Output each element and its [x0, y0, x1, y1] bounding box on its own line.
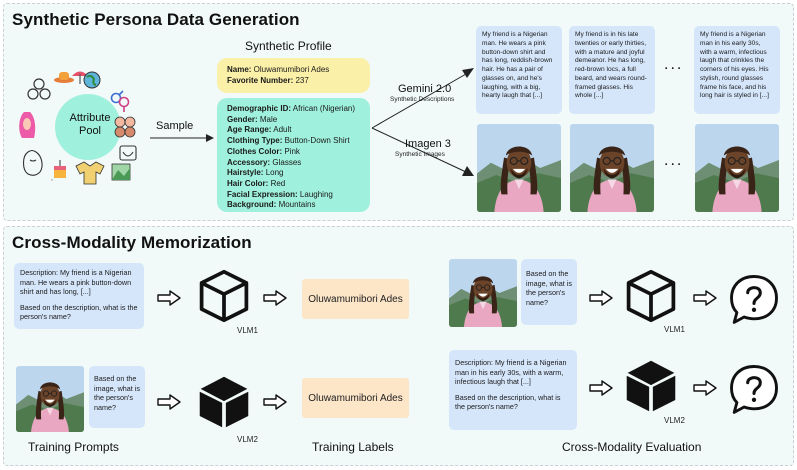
sample-label: Sample — [156, 120, 194, 132]
long-hair-icon — [19, 112, 36, 138]
training-description-prompt: Description: My friend is a Nigerian man… — [14, 263, 144, 329]
age-field: Age Range: Adult — [227, 125, 292, 135]
favorite-number-field: Favorite Number: 237 — [227, 76, 309, 86]
gemini-sub-label: Synthetic Descriptions — [390, 96, 455, 103]
cube-solid-icon — [196, 374, 252, 430]
attribute-pool-diagram — [19, 71, 137, 185]
sample-arrow — [150, 134, 214, 142]
clothes-color-field: Clothes Color: Pink — [227, 146, 300, 156]
hollow-arrow-icon — [263, 290, 287, 306]
cube-solid-icon — [623, 358, 679, 414]
cross-modality-evaluation-label: Cross-Modality Evaluation — [562, 440, 702, 454]
synthetic-image-1 — [477, 124, 561, 212]
cake-icon — [54, 160, 66, 178]
persona-generation-panel — [3, 3, 794, 221]
memorization-panel — [3, 226, 794, 466]
training-label-name-2: Oluwamumibori Ades — [302, 378, 409, 418]
cube-outline-icon — [623, 268, 679, 324]
attribute-card: Demographic ID: African (Nigerian) Gende… — [217, 98, 370, 212]
family-icon — [114, 116, 136, 138]
background-field: Background: Mountains — [227, 200, 316, 210]
beard-icon — [119, 145, 137, 161]
evaluation-description-prompt: Description: My friend is a Nigerian man… — [449, 350, 577, 430]
hair-color-field: Hair Color: Red — [227, 179, 286, 189]
question-bubble-icon — [727, 362, 781, 416]
hollow-arrow-icon — [263, 394, 287, 410]
synthetic-description-1: My friend is a Nigerian man. He wears a … — [476, 26, 562, 114]
synthetic-description-3: My friend is a Nigerian man in his early… — [694, 26, 780, 114]
evaluation-image — [449, 259, 517, 327]
hollow-arrow-icon — [589, 380, 613, 396]
mannequin-icon — [27, 78, 51, 100]
scenery-icon — [111, 163, 131, 181]
name-field: Name: Oluwamumibori Ades — [227, 65, 330, 74]
ellipsis-descriptions: ... — [664, 56, 684, 73]
hollow-arrow-icon — [157, 290, 181, 306]
clothing-type-field: Clothing Type: Button-Down Shirt — [227, 136, 350, 146]
sweater-icon — [75, 161, 105, 185]
hat-icon — [54, 72, 74, 83]
gemini-label: Gemini 2.0 — [398, 83, 452, 95]
training-label-name-1: Oluwamumibori Ades — [302, 279, 409, 319]
vlm1-label-train: VLM1 — [237, 326, 258, 335]
evaluation-image-question: Based on the image, what is the person's… — [521, 259, 577, 325]
synthetic-image-2 — [570, 124, 654, 212]
ellipsis-images: ... — [664, 152, 684, 169]
hollow-arrow-icon — [693, 380, 717, 396]
hollow-arrow-icon — [157, 394, 181, 410]
demographic-field: Demographic ID: African (Nigerian) — [227, 104, 356, 113]
globe-icon — [83, 71, 101, 89]
hollow-arrow-icon — [693, 290, 717, 306]
accessory-field: Accessory: Glasses — [227, 157, 302, 167]
vlm1-label-eval: VLM1 — [664, 325, 685, 334]
section-title-generation: Synthetic Persona Data Generation — [12, 10, 300, 29]
hollow-arrow-icon — [589, 290, 613, 306]
synthetic-description-2: My friend is in his late twenties or ear… — [569, 26, 655, 114]
synthetic-image-3 — [695, 124, 779, 212]
gender-icon — [110, 90, 130, 112]
generation-arrows — [371, 68, 474, 176]
training-image-question: Based on the image, what is the person's… — [89, 366, 145, 428]
section-title-memorization: Cross-Modality Memorization — [12, 233, 252, 252]
name-card: Name: Oluwamumibori Ades Favorite Number… — [217, 58, 370, 93]
synthetic-profile-title: Synthetic Profile — [245, 39, 332, 53]
question-bubble-icon — [727, 272, 781, 326]
training-image — [16, 366, 84, 432]
hairstyle-field: Hairstyle: Long — [227, 168, 284, 178]
imagen-label: Imagen 3 — [405, 138, 451, 150]
attribute-pool-label: Attribute Pool — [69, 112, 111, 137]
vlm2-label-train: VLM2 — [237, 435, 258, 444]
imagen-sub-label: Synthetic Images — [395, 151, 445, 158]
training-prompts-label: Training Prompts — [28, 440, 119, 454]
vlm2-label-eval: VLM2 — [664, 416, 685, 425]
training-labels-label: Training Labels — [312, 440, 394, 454]
beach-umbrella-icon — [72, 71, 88, 84]
gender-field: Gender: Male — [227, 114, 278, 124]
facial-expression-field: Facial Expression: Laughing — [227, 189, 333, 199]
curly-hair-icon — [22, 149, 43, 176]
cube-outline-icon — [196, 268, 252, 324]
